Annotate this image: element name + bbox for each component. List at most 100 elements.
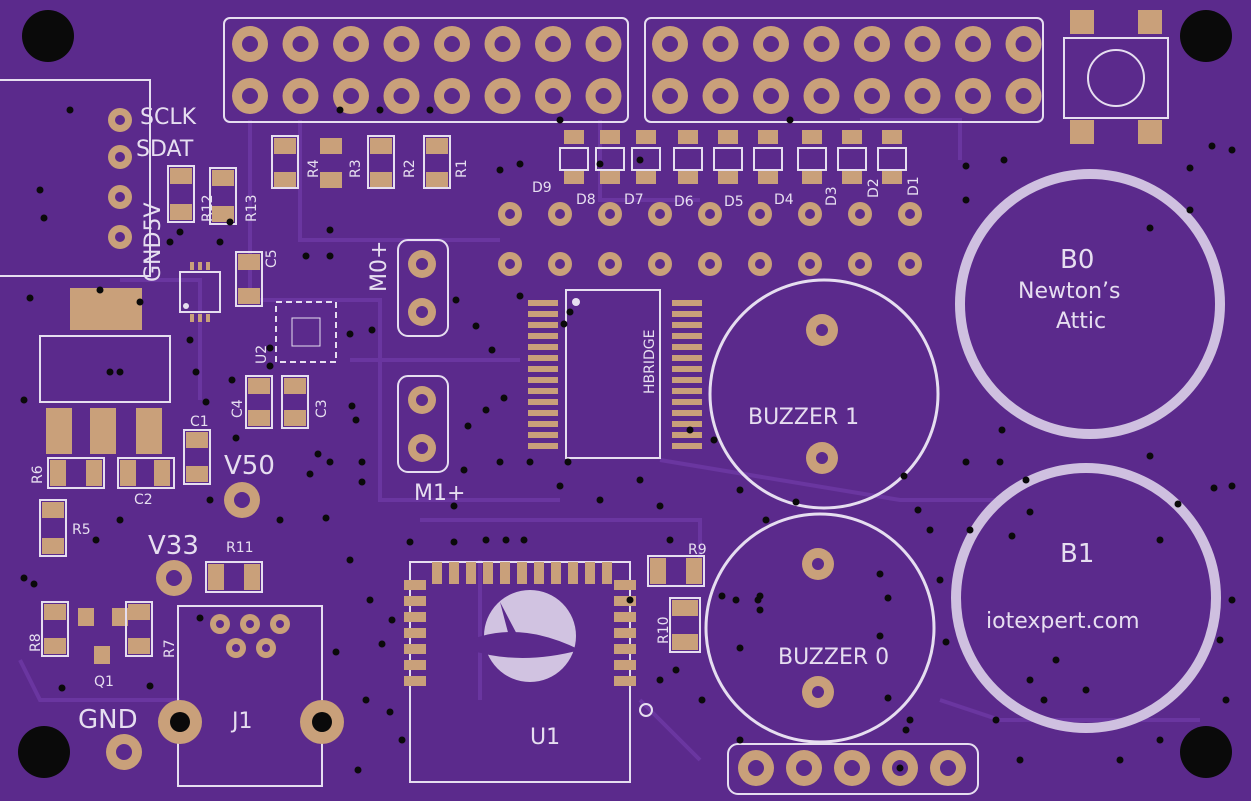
via xyxy=(166,238,174,246)
via xyxy=(20,574,28,582)
ic-pin xyxy=(528,421,558,427)
led-pad xyxy=(718,170,738,184)
test-points xyxy=(106,482,260,770)
via xyxy=(276,516,284,524)
label-r2: R2 xyxy=(402,159,418,178)
via xyxy=(368,326,376,334)
module-pad xyxy=(404,676,426,686)
via xyxy=(206,496,214,504)
mounting-hole-bottom-right xyxy=(1180,726,1232,778)
via xyxy=(426,106,434,114)
label-sdat: SDAT xyxy=(136,137,194,162)
smd-pads xyxy=(42,138,702,664)
via xyxy=(962,196,970,204)
module-pad xyxy=(585,562,595,584)
label-r9: R9 xyxy=(688,542,707,558)
via xyxy=(464,422,472,430)
led-pad xyxy=(882,170,902,184)
via xyxy=(914,506,922,514)
via xyxy=(176,228,184,236)
via xyxy=(1052,656,1060,664)
label-r5: R5 xyxy=(72,522,91,538)
module-pad xyxy=(404,580,426,590)
ic-pin xyxy=(672,377,702,383)
via xyxy=(336,106,344,114)
module-pad xyxy=(568,562,578,584)
led-outline xyxy=(595,147,625,171)
via xyxy=(332,648,340,656)
label-b0: B0 xyxy=(1060,245,1094,275)
ic-pin xyxy=(672,300,702,306)
led-outline xyxy=(713,147,743,171)
via xyxy=(186,336,194,344)
i2c-pads xyxy=(108,108,132,249)
ic-pin xyxy=(528,410,558,416)
label-d2: D2 xyxy=(866,178,882,198)
via xyxy=(266,362,274,370)
via xyxy=(228,376,236,384)
via xyxy=(756,592,764,600)
pin-header-right xyxy=(652,26,1042,114)
ic-pin xyxy=(672,432,702,438)
via xyxy=(926,526,934,534)
label-r11: R11 xyxy=(226,540,254,556)
via xyxy=(896,764,904,772)
copper-traces xyxy=(18,118,1200,762)
label-r3: R3 xyxy=(348,159,364,178)
label-v50: V50 xyxy=(224,451,275,481)
module-pad xyxy=(534,562,544,584)
via xyxy=(306,470,314,478)
module-pad xyxy=(614,644,636,654)
led-outline xyxy=(753,147,783,171)
led-pad xyxy=(600,170,620,184)
label-u2: U2 xyxy=(254,345,270,364)
label-r10: R10 xyxy=(656,616,672,644)
via xyxy=(362,696,370,704)
small-ic xyxy=(179,262,221,322)
module-pad xyxy=(466,562,476,584)
module-pad xyxy=(404,628,426,638)
led-pad xyxy=(758,130,778,144)
via xyxy=(736,644,744,652)
via xyxy=(718,592,726,600)
label-buzzer-0: BUZZER 0 xyxy=(778,645,889,670)
via xyxy=(496,458,504,466)
ic-pin xyxy=(528,311,558,317)
via xyxy=(1210,484,1218,492)
label-c3: C3 xyxy=(314,399,330,418)
silkscreen-labels: SCLK SDAT GND5V R12 R13 R4 R3 R2 R1 D9 D… xyxy=(28,105,1140,750)
via xyxy=(386,708,394,716)
label-newtons: Newton’s xyxy=(1018,279,1120,304)
via xyxy=(906,716,914,724)
label-d4: D4 xyxy=(774,192,794,208)
via xyxy=(196,614,204,622)
via xyxy=(1222,696,1230,704)
ic-pin xyxy=(672,399,702,405)
label-sclk: SCLK xyxy=(140,105,197,130)
via xyxy=(366,596,374,604)
ic-pin xyxy=(528,300,558,306)
via xyxy=(116,516,124,524)
via xyxy=(666,536,674,544)
ic-pin xyxy=(528,333,558,339)
module-pad xyxy=(404,660,426,670)
module-pad xyxy=(614,612,636,622)
via xyxy=(1174,500,1182,508)
via xyxy=(450,502,458,510)
via xyxy=(376,106,384,114)
via xyxy=(736,486,744,494)
via xyxy=(322,514,330,522)
via xyxy=(596,496,604,504)
via xyxy=(116,368,124,376)
via xyxy=(1156,536,1164,544)
module-pad xyxy=(614,628,636,638)
label-u1: U1 xyxy=(530,725,560,750)
via xyxy=(966,526,974,534)
ic-pin xyxy=(672,443,702,449)
ic-pin xyxy=(672,421,702,427)
label-d5: D5 xyxy=(724,194,744,210)
via xyxy=(192,368,200,376)
ic-pin xyxy=(672,410,702,416)
led-pad xyxy=(564,130,584,144)
